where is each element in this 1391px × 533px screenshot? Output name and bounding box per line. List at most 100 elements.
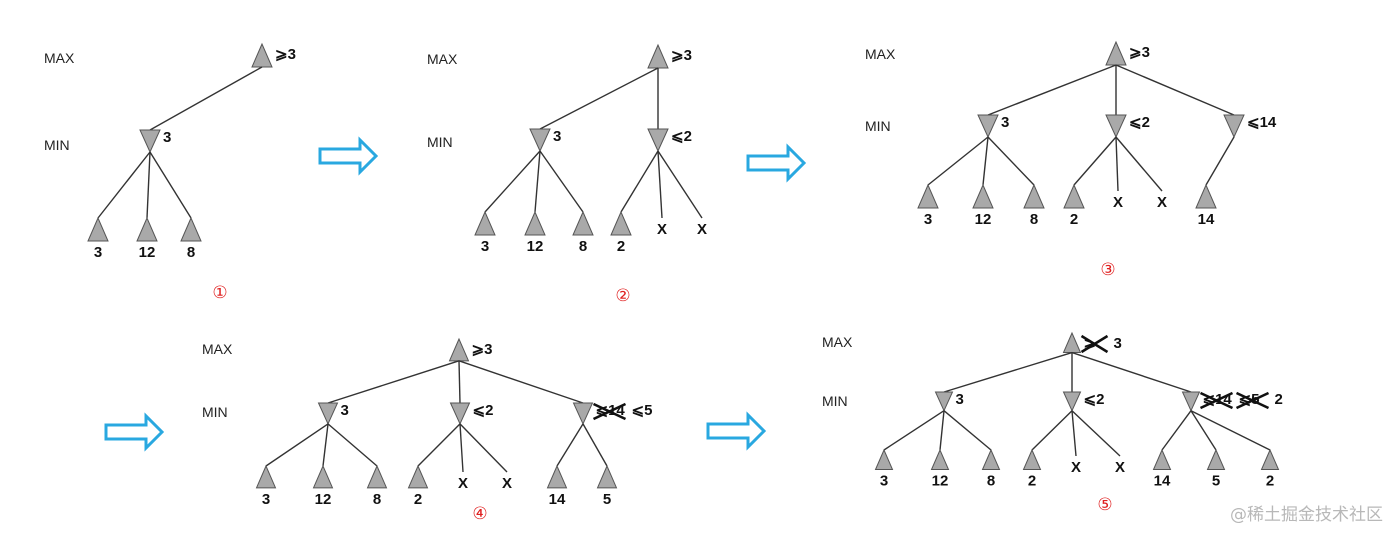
root-value: ⩾3 <box>472 341 493 358</box>
leaf-value: 8 <box>373 491 381 508</box>
leaf-value: 12 <box>932 473 949 490</box>
pruned-edge <box>657 150 703 219</box>
pruned-edge <box>1071 410 1121 457</box>
tree-edge <box>322 423 329 467</box>
tree-edge <box>1205 136 1235 186</box>
max-level-label: MAX <box>202 341 233 357</box>
min-node <box>317 402 339 426</box>
leaf-value: 14 <box>1198 211 1215 228</box>
leaf-value: 3 <box>481 238 489 255</box>
max-root-node <box>1105 40 1127 66</box>
tree-edge <box>582 423 608 467</box>
pruned-edge <box>657 150 663 219</box>
min-node <box>1223 114 1245 139</box>
pruned-leaf-mark: X <box>458 475 468 492</box>
leaf-node <box>136 216 158 242</box>
tree-edge <box>1161 410 1192 451</box>
leaf-node <box>524 210 546 236</box>
pruned-edge <box>1115 136 1163 192</box>
tree-edge <box>149 151 192 219</box>
tree-edge <box>939 410 945 451</box>
leaf-node <box>546 464 568 489</box>
tree-edge <box>458 360 461 404</box>
pruned-edge <box>459 423 464 473</box>
leaf-value: 2 <box>1028 473 1036 490</box>
tree-edge <box>534 150 541 213</box>
min-value: 3 <box>553 128 561 145</box>
max-root-node <box>1062 331 1082 354</box>
root-value: ⩾3 <box>671 47 692 64</box>
pruned-leaf-mark: X <box>502 475 512 492</box>
min-value: ⩽14 <box>1247 114 1277 131</box>
step-index-label: ④ <box>472 504 487 523</box>
min-value: 3 <box>341 402 349 419</box>
pruned-leaf-mark: X <box>657 221 667 238</box>
pruned-leaf-mark: X <box>1157 194 1167 211</box>
strike-mark <box>1080 334 1109 354</box>
min-node <box>647 128 669 153</box>
min-node <box>1105 114 1127 139</box>
min-value: 3 <box>956 391 964 408</box>
min-node <box>977 114 999 139</box>
step-index-label: ② <box>615 286 630 305</box>
leaf-node <box>572 210 594 236</box>
min-value: ⩽5 <box>632 402 653 419</box>
leaf-value: 2 <box>414 491 422 508</box>
leaf-node <box>366 464 388 489</box>
leaf-node <box>255 464 277 489</box>
leaf-node <box>1023 183 1045 209</box>
min-node <box>449 402 471 426</box>
min-level-label: MIN <box>865 118 891 134</box>
tree-edge <box>987 136 1035 186</box>
leaf-node <box>930 448 950 471</box>
min-node <box>529 128 551 153</box>
leaf-value: 12 <box>527 238 544 255</box>
tree-edge <box>987 64 1117 116</box>
tree-edge <box>146 151 151 219</box>
tree-edge <box>943 410 992 451</box>
tree-edge <box>1190 410 1271 451</box>
leaf-node <box>1260 448 1280 471</box>
leaf-node <box>981 448 1001 471</box>
min-value: 2 <box>1275 391 1283 408</box>
tree-edge <box>927 136 989 186</box>
tree-edge <box>484 150 541 213</box>
min-level-label: MIN <box>202 404 228 420</box>
max-root-node <box>448 337 470 362</box>
leaf-node <box>407 464 429 489</box>
tree-edge <box>982 136 989 186</box>
min-level-label: MIN <box>427 134 453 150</box>
leaf-value: 2 <box>617 238 625 255</box>
tree-edge <box>1115 64 1235 116</box>
leaf-value: 5 <box>603 491 611 508</box>
root-value: ⩾3 <box>1129 44 1150 61</box>
leaf-node <box>1206 448 1226 471</box>
tree-edge <box>539 67 659 130</box>
tree-edge <box>1031 410 1073 451</box>
max-level-label: MAX <box>865 46 896 62</box>
leaf-node <box>312 464 334 489</box>
min-value: ⩽2 <box>1129 114 1150 131</box>
tree-edge <box>149 66 263 131</box>
tree-edge <box>1071 351 1192 393</box>
leaf-node <box>874 448 894 471</box>
tree-edge <box>943 351 1073 393</box>
leaf-value: 8 <box>987 473 995 490</box>
right-arrow-icon <box>318 136 379 176</box>
tree-edge <box>539 150 584 213</box>
right-arrow-icon <box>746 143 807 183</box>
min-node <box>572 402 594 426</box>
min-value: ⩽2 <box>671 128 692 145</box>
strike-mark <box>1235 391 1270 410</box>
leaf-value: 3 <box>262 491 270 508</box>
leaf-node <box>1152 448 1172 471</box>
leaf-node <box>180 216 202 242</box>
tree-edge <box>1073 136 1117 186</box>
min-value: 3 <box>163 129 171 146</box>
pruned-leaf-mark: X <box>1115 459 1125 476</box>
leaf-value: 12 <box>975 211 992 228</box>
